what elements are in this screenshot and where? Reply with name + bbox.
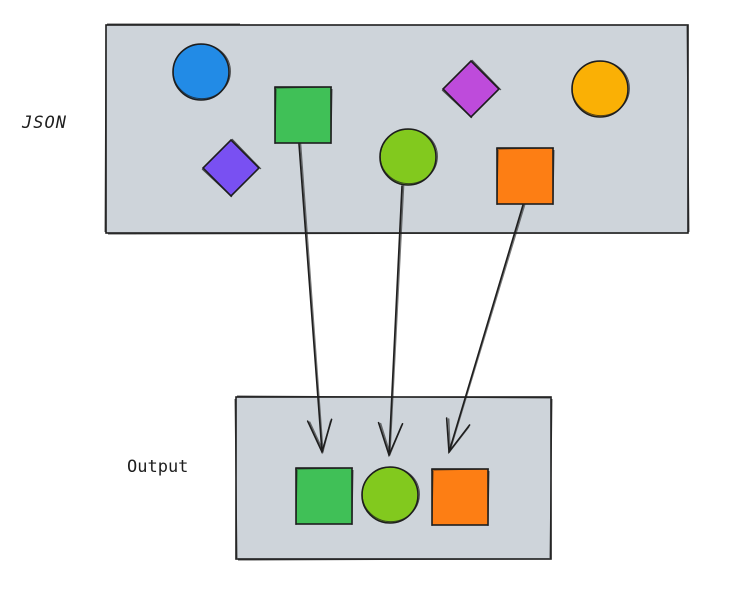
arrow-orange-square-to-out-orange-square[interactable] — [445, 204, 526, 455]
json-label: JSON — [21, 113, 67, 133]
lime-circle-shape[interactable] — [379, 128, 438, 186]
output-label: Output — [127, 457, 188, 477]
purple-diamond-shape[interactable] — [201, 138, 262, 198]
out-orange-square-shape[interactable] — [430, 468, 490, 527]
magenta-diamond-shape[interactable] — [441, 59, 502, 119]
blue-circle-shape[interactable] — [172, 43, 231, 101]
yellow-circle-shape[interactable] — [571, 60, 630, 118]
out-green-square-shape[interactable] — [294, 467, 354, 526]
out-lime-circle-shape[interactable] — [361, 466, 420, 524]
green-square-shape[interactable] — [273, 86, 333, 145]
arrow-lime-circle-to-out-lime-circle[interactable] — [377, 185, 405, 458]
arrow-green-square-to-out-green-square[interactable] — [298, 143, 333, 455]
orange-square-shape[interactable] — [495, 147, 555, 206]
